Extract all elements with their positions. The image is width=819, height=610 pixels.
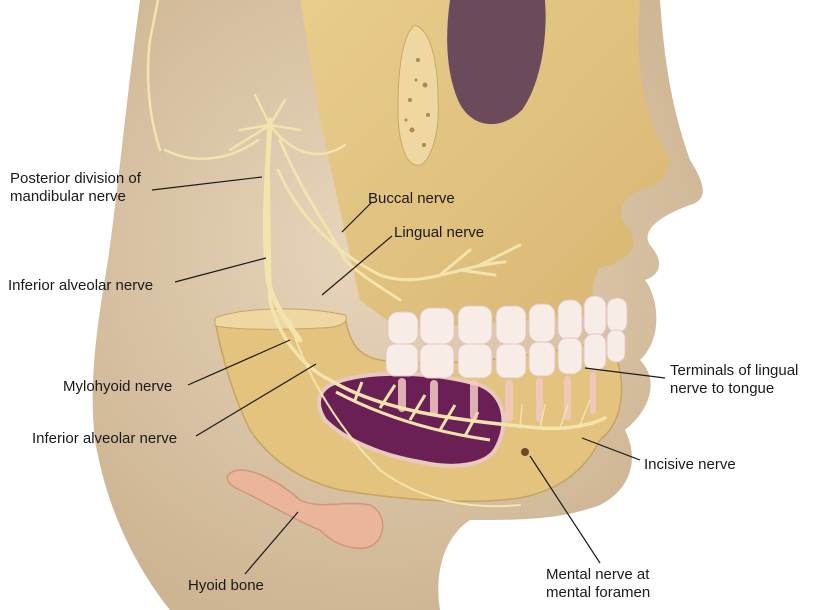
nasal-bone — [397, 24, 439, 166]
inferior-alveolar — [266, 168, 607, 431]
leader-inferior-alveolar-bottom — [195, 363, 317, 437]
ramus-top — [214, 308, 347, 330]
lingual-nerve — [276, 168, 522, 282]
skull-bone — [300, 0, 669, 330]
label-inferior-alveolar-top: Inferior alveolar nerve — [8, 277, 154, 294]
eye-orbit — [447, 0, 546, 125]
label-inferior-alveolar-bottom: Inferior alveolar nerve — [32, 430, 178, 447]
mental-foramen — [521, 448, 529, 456]
leader-terminals — [584, 367, 666, 379]
label-lingual-nerve: Lingual nerve — [394, 224, 485, 241]
leader-mental — [529, 455, 601, 564]
label-posterior-division: Posterior division of mandibular nerve — [10, 170, 141, 205]
mandibular-trunk — [262, 117, 303, 343]
bone-texture — [404, 58, 430, 147]
leader-hyoid — [244, 511, 299, 575]
leader-inferior-alveolar-top — [174, 257, 267, 283]
leader-lines — [151, 176, 666, 575]
label-incisive-nerve: Incisive nerve — [644, 456, 736, 473]
leader-lingual — [321, 235, 393, 296]
label-mental-nerve: Mental nerve at mental foramen — [546, 566, 651, 601]
buccal-nerve — [278, 138, 402, 302]
leader-posterior-division — [151, 176, 263, 191]
mylohyoid-branch — [289, 319, 521, 508]
hyoid-bone — [226, 469, 384, 549]
nerve-branches-upper — [146, 0, 347, 160]
label-mylohyoid-nerve: Mylohyoid nerve — [63, 378, 173, 395]
leader-buccal — [341, 201, 373, 233]
terminal-branches — [519, 399, 591, 429]
nerve-pathways — [146, 0, 607, 508]
leader-mylohyoid — [187, 339, 291, 386]
label-buccal-nerve: Buccal nerve — [368, 190, 455, 207]
leader-incisive — [581, 437, 641, 461]
label-terminals-lingual: Terminals of lingual nerve to tongue — [670, 362, 799, 397]
upper-teeth — [387, 295, 628, 345]
tooth-roots — [398, 372, 596, 422]
label-hyoid-bone: Hyoid bone — [188, 577, 264, 594]
lower-teeth — [385, 329, 626, 379]
